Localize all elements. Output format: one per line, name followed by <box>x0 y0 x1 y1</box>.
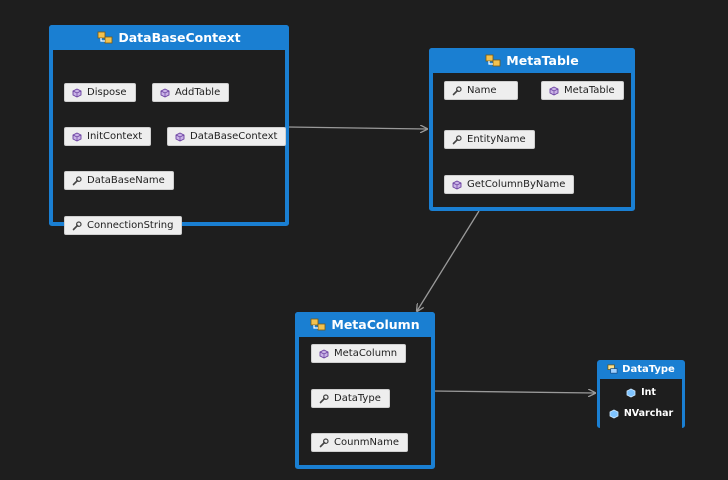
class-icon <box>485 54 501 66</box>
wrench-icon <box>72 220 82 230</box>
method-cube-icon <box>319 348 329 359</box>
member-entityname[interactable]: EntityName <box>444 130 535 149</box>
member-label: MetaTable <box>564 85 615 96</box>
member-datatype[interactable]: DataType <box>311 389 390 408</box>
enum-header[interactable]: DataType <box>600 360 682 379</box>
enum-values: Int NVarchar <box>600 379 682 428</box>
member-label: EntityName <box>467 134 526 145</box>
member-getcolumnbyname[interactable]: GetColumnByName <box>444 175 575 194</box>
enum-datatype[interactable]: DataType Int NVarchar <box>597 360 685 428</box>
member-metatable-ctor[interactable]: MetaTable <box>541 81 624 100</box>
wrench-icon <box>319 437 329 447</box>
enum-value-nvarchar[interactable]: NVarchar <box>600 403 682 424</box>
enum-value-icon <box>626 388 636 397</box>
enum-value-label: NVarchar <box>623 408 674 419</box>
class-metacolumn[interactable]: MetaColumn MetaColumn DataType CounmName <box>295 312 435 469</box>
wrench-icon <box>72 175 82 185</box>
class-title: MetaTable <box>506 53 579 68</box>
enum-title: DataType <box>622 364 675 375</box>
enum-value-int[interactable]: Int <box>600 382 682 403</box>
class-header[interactable]: MetaTable <box>429 48 635 73</box>
class-icon <box>310 318 326 330</box>
member-label: Name <box>467 85 497 96</box>
member-addtable[interactable]: AddTable <box>152 83 230 102</box>
member-connectionstring[interactable]: ConnectionString <box>64 216 183 235</box>
member-label: CounmName <box>334 437 400 448</box>
member-label: AddTable <box>175 87 221 98</box>
class-icon <box>97 31 113 43</box>
member-databasename[interactable]: DataBaseName <box>64 171 174 190</box>
class-header[interactable]: DataBaseContext <box>49 25 289 50</box>
class-header[interactable]: MetaColumn <box>295 312 435 337</box>
member-metacolumn-ctor[interactable]: MetaColumn <box>311 344 407 363</box>
member-counmname[interactable]: CounmName <box>311 433 409 452</box>
enum-icon <box>607 364 618 374</box>
member-label: DataBaseName <box>87 175 165 186</box>
connector-dbcontext-metatable[interactable] <box>287 127 427 129</box>
class-title: MetaColumn <box>331 317 420 332</box>
connector-metatable-metacolumn[interactable] <box>417 210 480 311</box>
enum-value-icon <box>609 409 619 418</box>
member-label: ConnectionString <box>87 220 174 231</box>
method-cube-icon <box>175 131 185 142</box>
class-metatable[interactable]: MetaTable Name MetaTable EntityName GetC… <box>429 48 635 211</box>
class-dbcontext[interactable]: DataBaseContext Dispose AddTable InitCon… <box>49 25 289 235</box>
wrench-icon <box>452 134 462 144</box>
member-name[interactable]: Name <box>444 81 518 100</box>
member-dbcontext-ctor[interactable]: DataBaseContext <box>167 127 287 146</box>
member-dispose[interactable]: Dispose <box>64 83 136 102</box>
method-cube-icon <box>72 131 82 142</box>
member-initcontext[interactable]: InitContext <box>64 127 152 146</box>
connector-metacolumn-datatype[interactable] <box>432 391 595 393</box>
member-label: MetaColumn <box>334 348 398 359</box>
wrench-icon <box>452 85 462 95</box>
enum-value-label: Int <box>641 387 656 398</box>
method-cube-icon <box>452 179 462 190</box>
method-cube-icon <box>160 87 170 98</box>
member-label: DataBaseContext <box>190 131 278 142</box>
wrench-icon <box>319 393 329 403</box>
member-label: DataType <box>334 393 381 404</box>
member-label: Dispose <box>87 87 127 98</box>
member-label: GetColumnByName <box>467 179 566 190</box>
member-label: InitContext <box>87 131 143 142</box>
method-cube-icon <box>72 87 82 98</box>
method-cube-icon <box>549 85 559 96</box>
class-title: DataBaseContext <box>118 30 241 45</box>
